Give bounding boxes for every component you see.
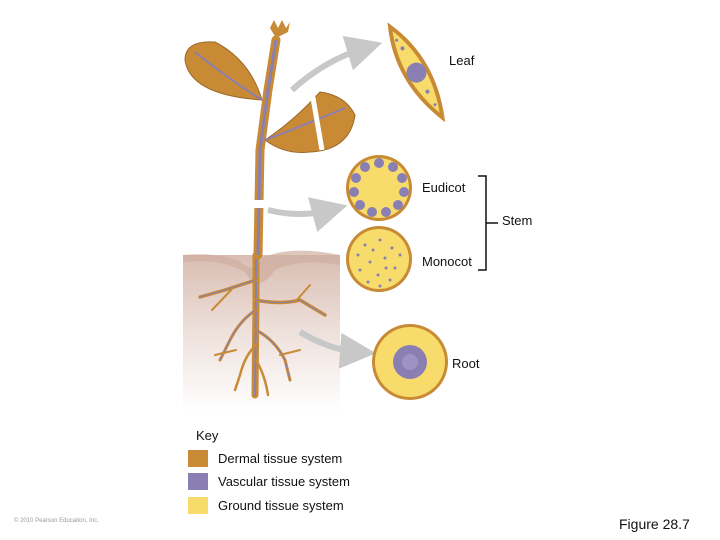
callout-arrows <box>267 35 383 369</box>
key-label-vascular: Vascular tissue system <box>218 474 350 489</box>
root-cross-section <box>372 324 448 400</box>
eudicot-label: Eudicot <box>422 180 466 195</box>
key-label-dermal: Dermal tissue system <box>218 451 343 466</box>
copyright: © 2010 Pearson Education, Inc. <box>14 518 99 524</box>
eudicot-stem-cross-section <box>346 155 412 221</box>
key-title: Key <box>196 428 219 443</box>
monocot-label: Monocot <box>422 254 472 269</box>
root-label: Root <box>452 356 480 371</box>
leaf-label: Leaf <box>449 53 475 68</box>
stem-arrow <box>267 197 348 233</box>
key-item-ground: Ground tissue system <box>188 497 344 514</box>
leaf-arrow <box>289 35 383 93</box>
figure-label: Figure 28.7 <box>619 516 690 532</box>
vascular-swatch <box>188 473 208 490</box>
key-item-dermal: Dermal tissue system <box>188 450 342 467</box>
monocot-stem-cross-section <box>346 226 412 292</box>
key-item-vascular: Vascular tissue system <box>188 473 350 490</box>
soil-surface <box>183 250 340 284</box>
stem-bracket <box>478 175 498 271</box>
key-label-ground: Ground tissue system <box>218 498 344 513</box>
root-arrow <box>298 329 376 369</box>
dermal-swatch <box>188 450 208 467</box>
stem-label: Stem <box>502 213 533 228</box>
roots <box>198 251 327 399</box>
ground-swatch <box>188 497 208 514</box>
plant-leaves <box>184 41 356 153</box>
stem <box>252 20 290 260</box>
leaf-cross-section <box>387 22 446 123</box>
